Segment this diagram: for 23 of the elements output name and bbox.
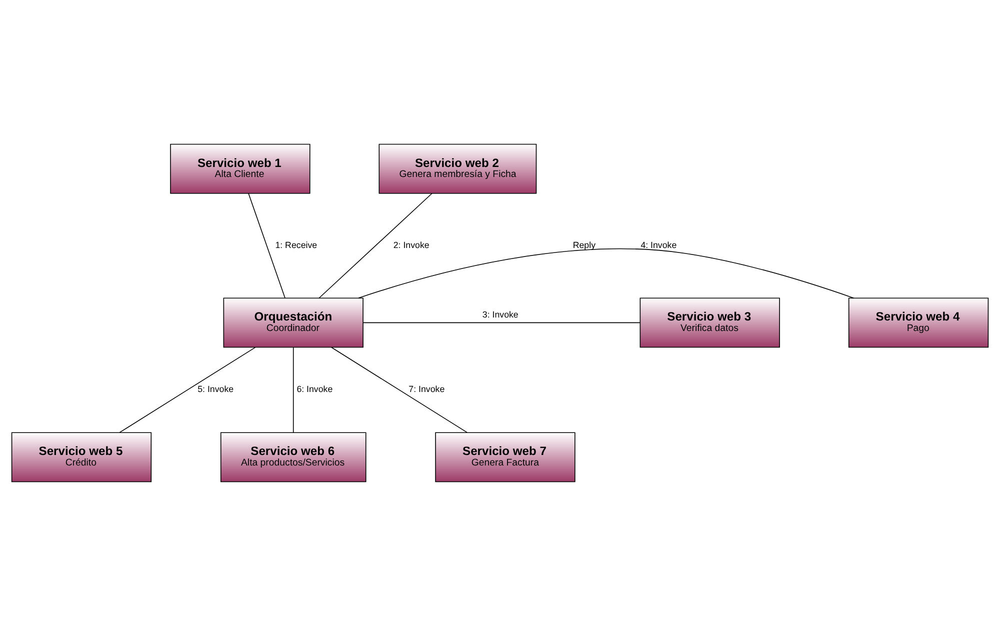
connector [318, 192, 432, 298]
node-box: Servicio web 5 Crédito [11, 432, 152, 482]
edge-label: 2: Invoke [393, 240, 430, 250]
node-box: Servicio web 1 Alta Cliente [170, 144, 310, 194]
node-box: Servicio web 6 Alta productos/Servicios [220, 432, 366, 482]
node-box: Servicio web 7 Genera Factura [435, 432, 576, 482]
edge-label: 5: Invoke [198, 384, 234, 394]
node-box: Servicio web 3 Verifica datos [640, 298, 780, 348]
edge-label: 7: Invoke [408, 384, 445, 394]
edge-label: 3: Invoke [482, 310, 518, 320]
connector [331, 346, 468, 433]
edge-label: 4: Invoke [640, 240, 677, 250]
label: Reply [572, 240, 596, 250]
connector [292, 347, 294, 433]
node-box: Orquestación Coordinador [223, 298, 364, 348]
node-box: Servicio web 2 Genera membresía y Ficha [378, 144, 537, 194]
connector [362, 322, 640, 324]
connector [248, 192, 286, 298]
connector [358, 248, 854, 298]
edge-label: 1: Receive [275, 240, 318, 250]
connector [119, 346, 256, 433]
node-box: Servicio web 4 Pago [848, 298, 989, 348]
edge-label: 6: Invoke [296, 384, 333, 394]
